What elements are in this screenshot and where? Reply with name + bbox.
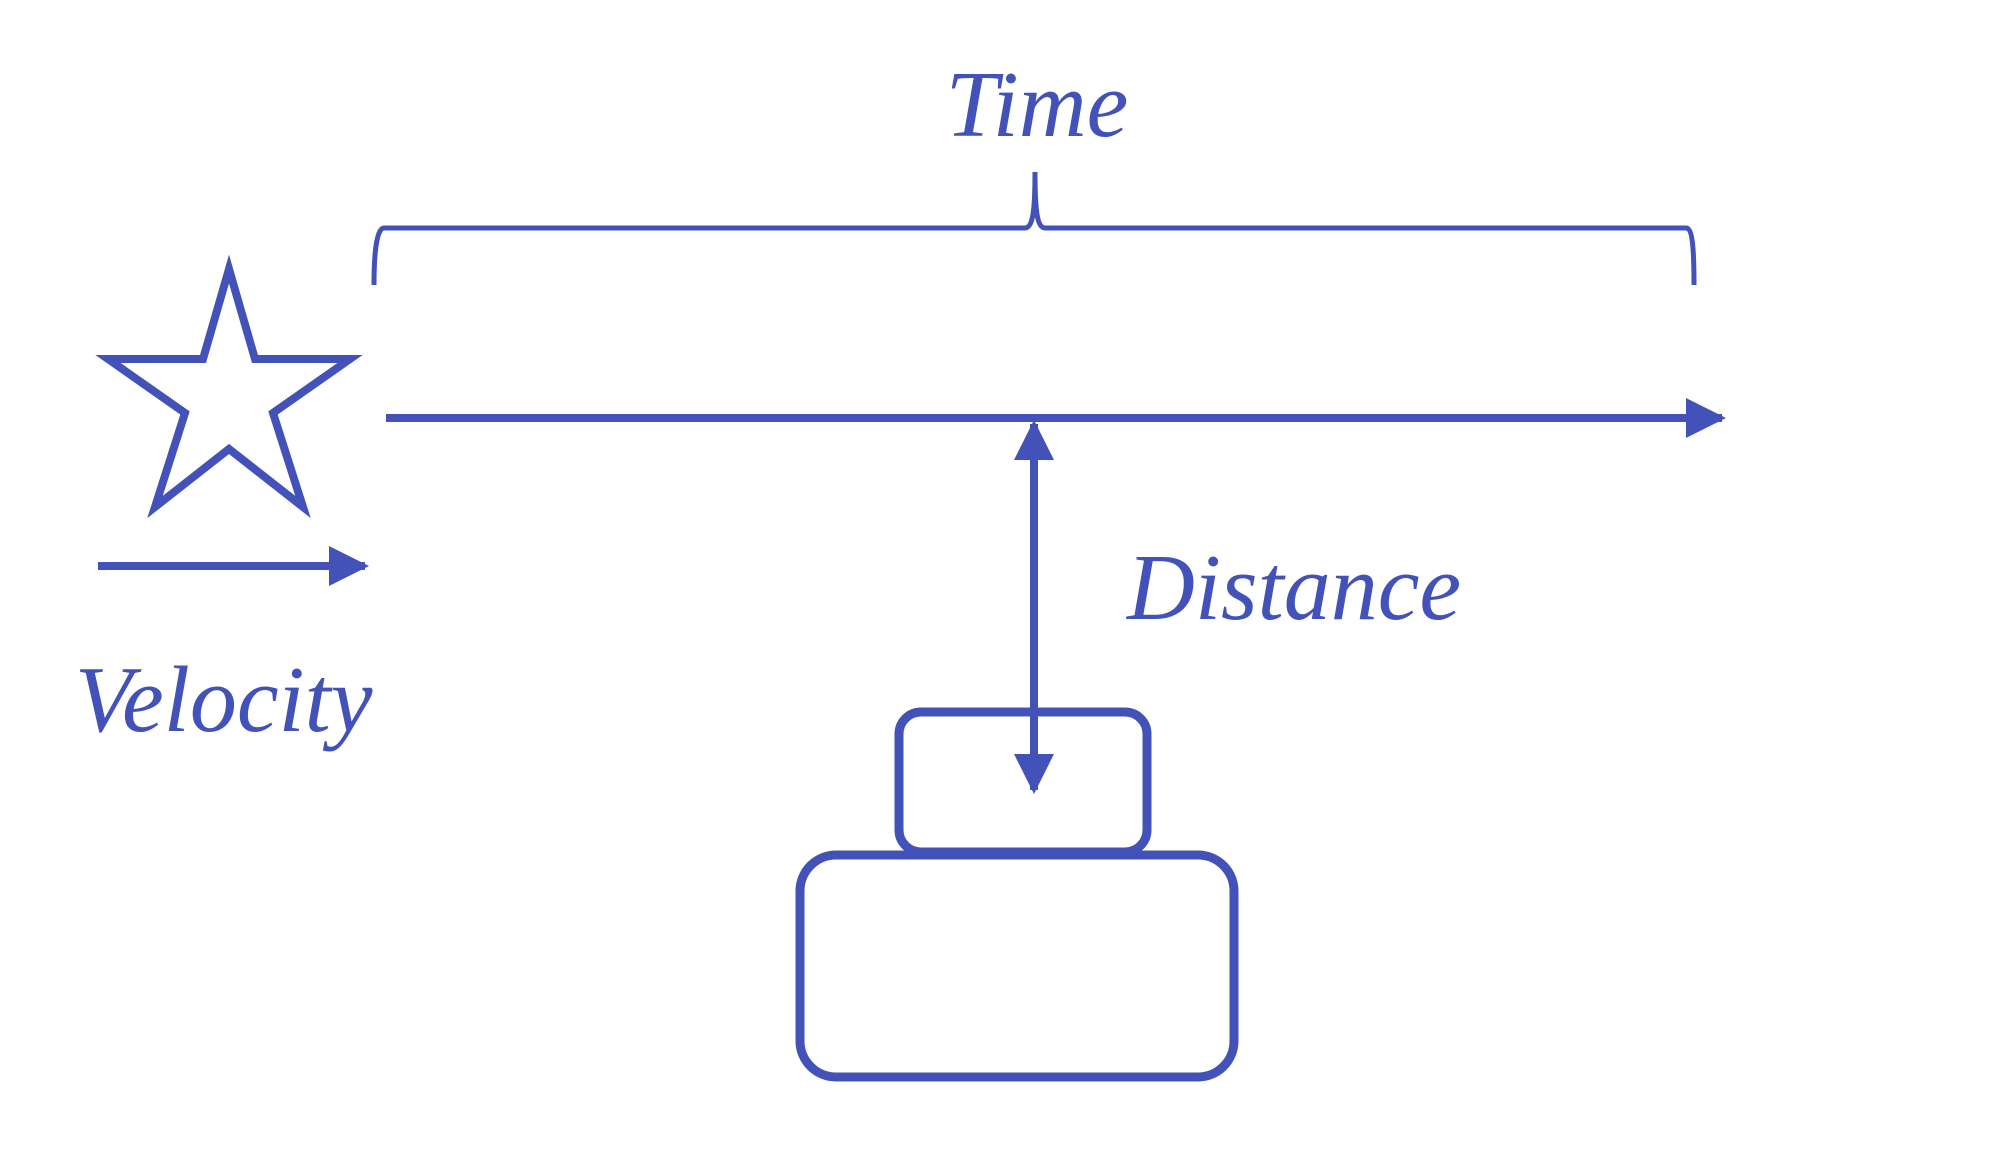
- observer-base-block: [795, 850, 1239, 1082]
- velocity-label: Velocity: [75, 648, 373, 752]
- distance-label: Distance: [1125, 536, 1461, 640]
- star-icon: [95, 254, 363, 519]
- time-brace: [371, 171, 1697, 286]
- observer-box-icon: [795, 707, 1239, 1082]
- observer-top-block: [894, 707, 1152, 857]
- time-label: Time: [946, 53, 1129, 157]
